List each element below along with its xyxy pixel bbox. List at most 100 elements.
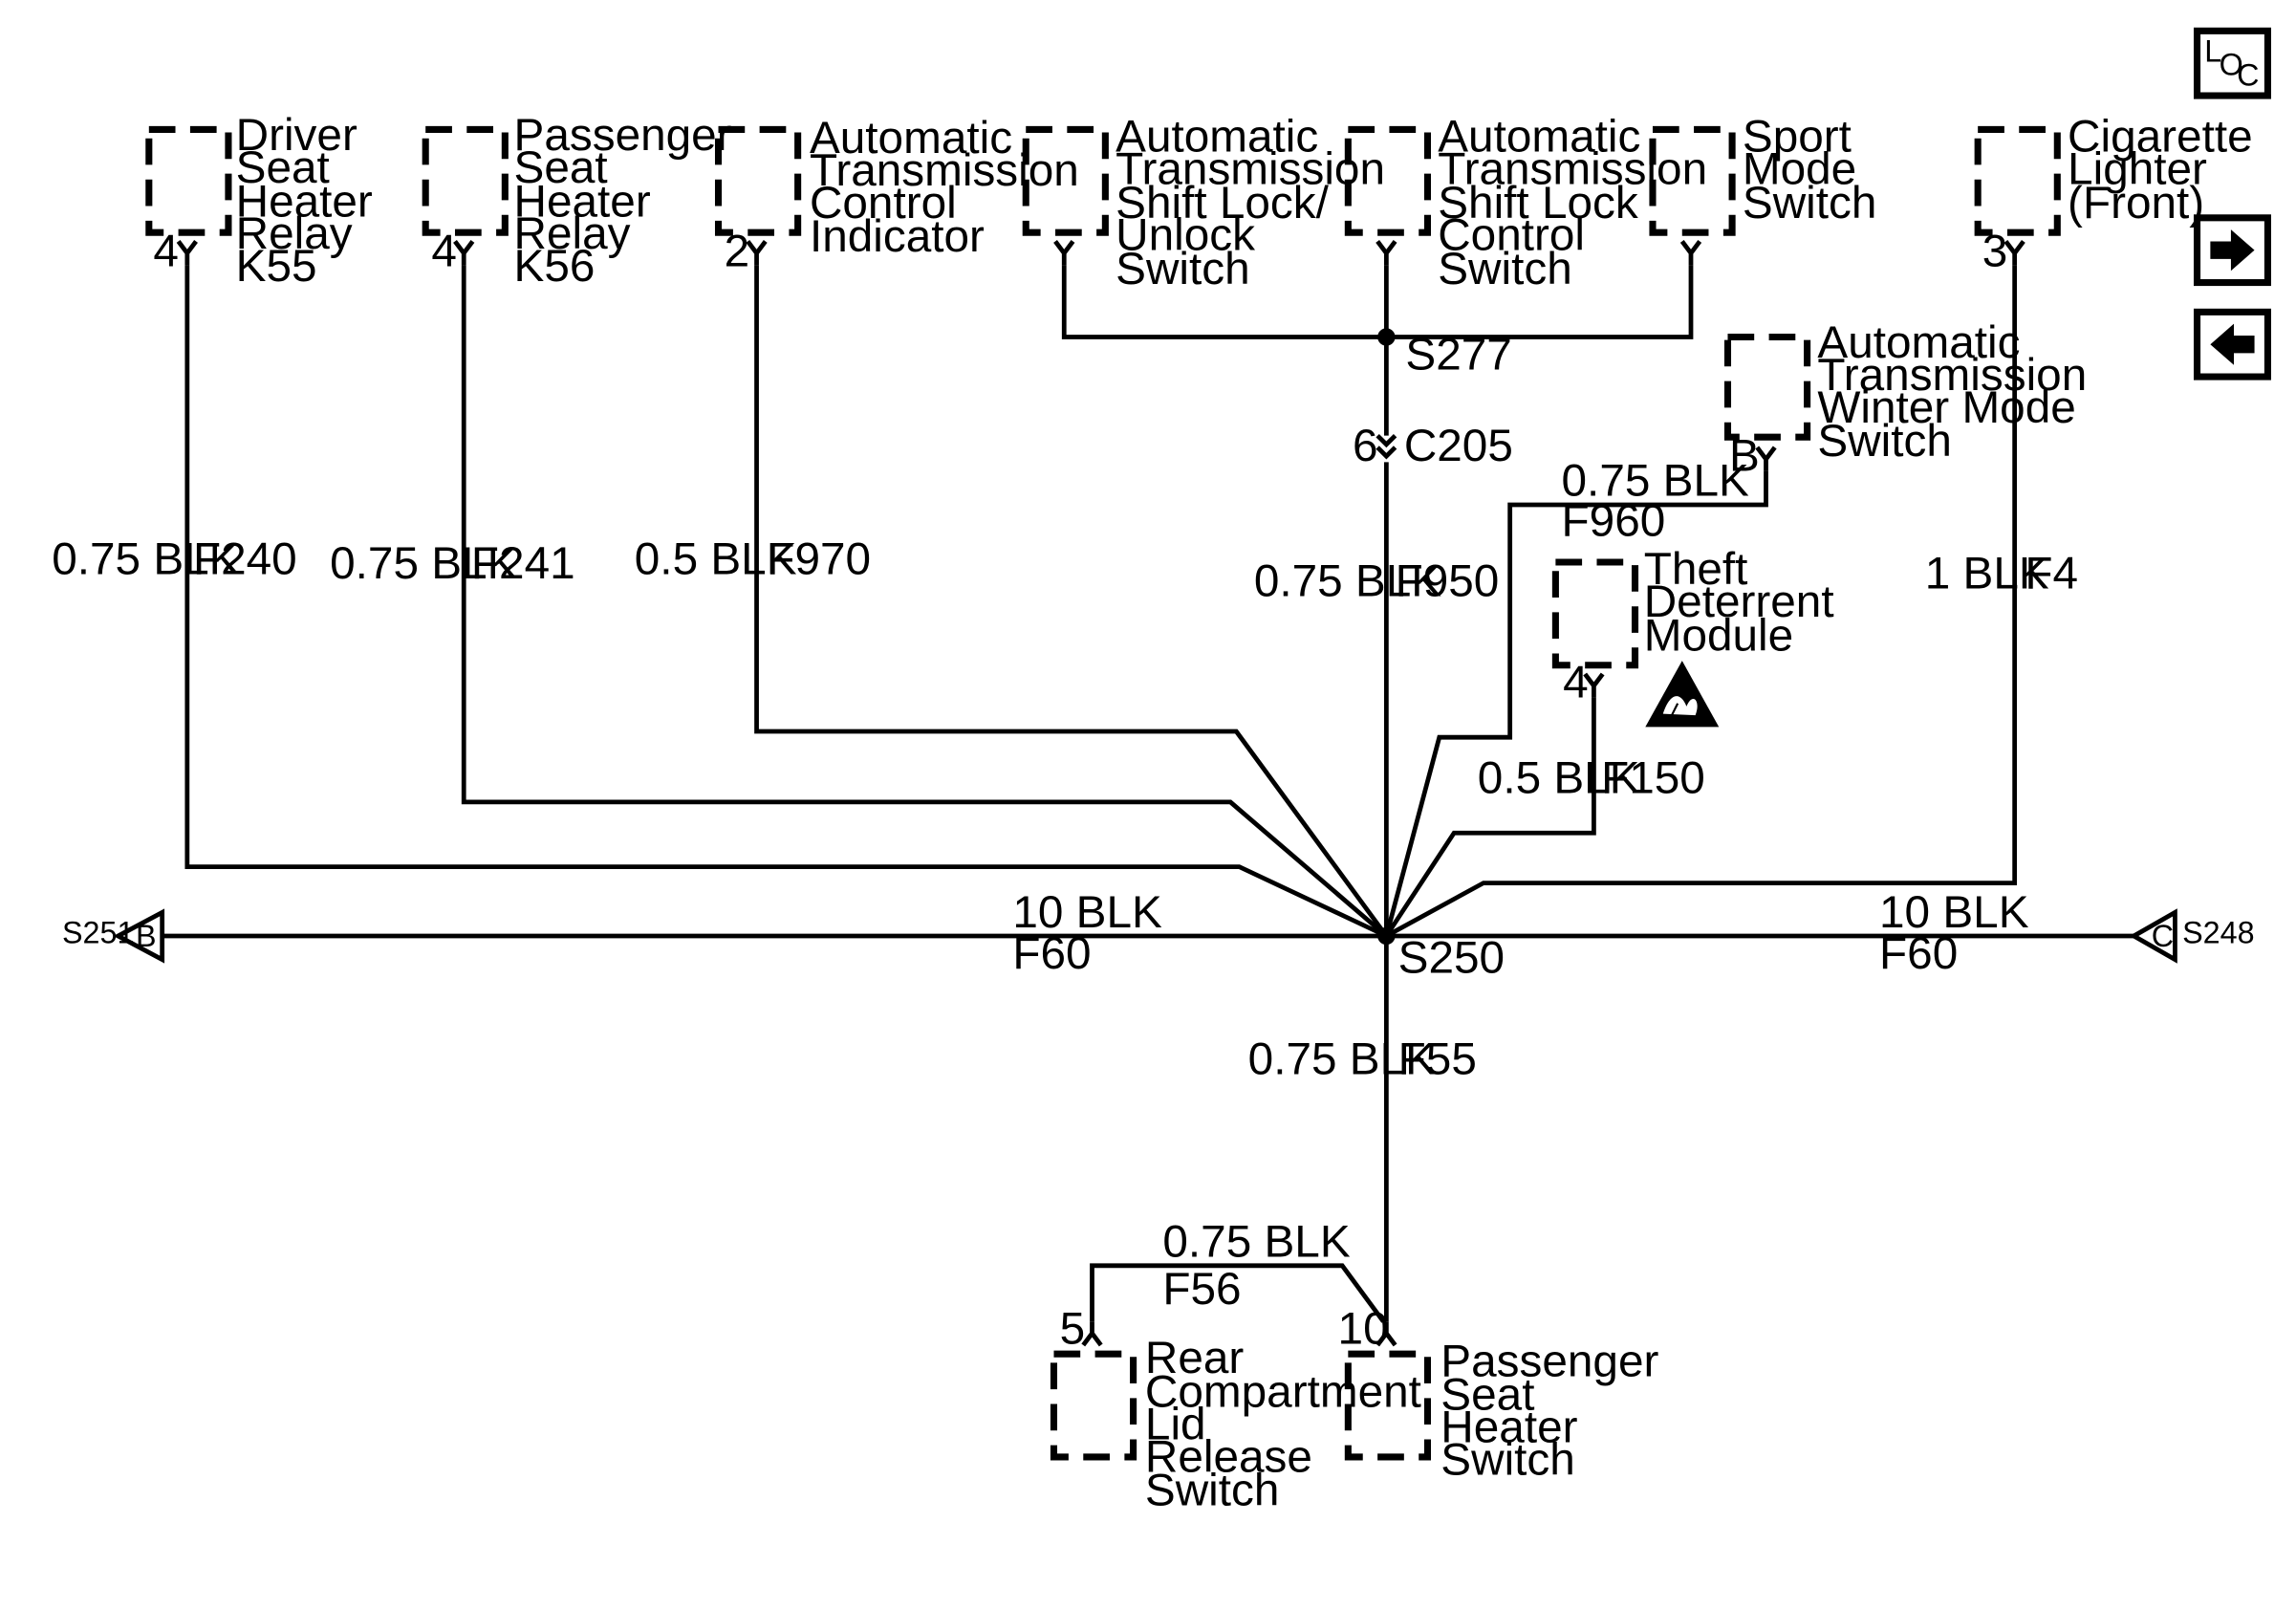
ref-pin-label: B <box>136 919 157 953</box>
wire-size-label: 1 BLK <box>1925 549 2049 599</box>
s248-reference-arrow[interactable]: C S248 <box>2129 908 2255 964</box>
svg-text:Module: Module <box>1644 610 1793 661</box>
wiring <box>162 265 2134 1323</box>
svg-text:Switch: Switch <box>1438 244 1572 294</box>
svg-text:Lid: Lid <box>1145 1399 1206 1449</box>
sport-mode-switch: Sport Mode Switch <box>1649 112 1876 236</box>
svg-text:Release: Release <box>1145 1431 1312 1482</box>
svg-text:Driver: Driver <box>236 110 357 161</box>
ref-label-s248: S248 <box>2182 916 2254 950</box>
passenger-seat-heater-switch: Passenger Seat Heater Switch <box>1344 1336 1658 1485</box>
wire-sport-mode <box>1386 265 1694 339</box>
circuit-label: F241 <box>471 538 575 589</box>
transmission-control-indicator: Automatic Transmission Control Indicator <box>714 113 1079 262</box>
shift-lock-control-switch: Automatic Transmission Shift Lock Contro… <box>1344 112 1707 294</box>
svg-text:Transmission: Transmission <box>1438 143 1707 194</box>
circuit-label: F4 <box>2025 549 2078 599</box>
passenger-seat-heater-relay: Passenger Seat Heater Relay K56 <box>422 110 732 292</box>
arrow-left-icon[interactable] <box>2193 308 2271 381</box>
svg-text:Lighter: Lighter <box>2068 143 2207 194</box>
s251-reference-arrow[interactable]: B S251 <box>62 908 165 964</box>
svg-text:Transmission: Transmission <box>1116 143 1385 194</box>
arrow-right-icon[interactable] <box>2193 214 2271 287</box>
splice-dot-s250 <box>1377 926 1396 946</box>
svg-text:Winter Mode: Winter Mode <box>1817 382 2075 433</box>
svg-text:Rear: Rear <box>1145 1333 1245 1383</box>
svg-text:Control: Control <box>1438 210 1585 261</box>
svg-text:Heater: Heater <box>236 176 373 227</box>
rear-compartment-lid-release-switch: Rear Compartment Lid Release Switch <box>1050 1333 1421 1516</box>
loc-letter-o: O <box>2220 48 2243 82</box>
svg-text:Mode: Mode <box>1743 143 1856 194</box>
svg-text:K55: K55 <box>236 241 317 292</box>
pin-label: 10 <box>1338 1303 1389 1354</box>
svg-text:Shift Lock/: Shift Lock/ <box>1116 178 1329 228</box>
loc-letter-c: C <box>2237 57 2259 92</box>
wire-labels: 0.75 BLK F240 0.75 BLK F241 0.5 BLK F970… <box>52 456 2078 1315</box>
svg-text:Seat: Seat <box>1440 1370 1534 1421</box>
wire-size-label: 0.5 BLK <box>635 533 797 584</box>
svg-text:Sport: Sport <box>1743 112 1852 163</box>
wire-f150 <box>1384 697 1596 938</box>
svg-text:Passenger: Passenger <box>1440 1336 1658 1386</box>
wire-f240 <box>184 265 1388 939</box>
svg-text:Compartment: Compartment <box>1145 1367 1421 1418</box>
wire-size-label: 10 BLK <box>1879 887 2029 938</box>
theft-deterrent-module: Theft Deterrent Module <box>1551 544 1834 669</box>
pin-label: 6 <box>1353 421 1378 471</box>
wire-f56 <box>1090 1263 1386 1323</box>
circuit-label: F60 <box>1879 928 1958 979</box>
svg-text:Deterrent: Deterrent <box>1644 577 1834 627</box>
svg-text:Relay: Relay <box>236 208 353 259</box>
svg-text:K56: K56 <box>514 241 596 292</box>
svg-text:Automatic: Automatic <box>1438 112 1640 163</box>
pin-label: 4 <box>153 227 179 277</box>
circuit-label: F950 <box>1396 555 1500 606</box>
pin-label: 4 <box>1563 658 1589 708</box>
svg-text:Seat: Seat <box>514 142 608 193</box>
svg-text:Switch: Switch <box>1817 416 1952 467</box>
wire-f970 <box>754 265 1389 938</box>
circuit-label: F60 <box>1012 928 1091 979</box>
splice-label-s277: S277 <box>1405 329 1511 380</box>
c205-connector-symbol <box>1375 433 1397 460</box>
svg-text:Automatic: Automatic <box>810 113 1012 163</box>
circuit-label: F150 <box>1601 753 1705 804</box>
svg-text:Switch: Switch <box>1440 1434 1575 1485</box>
svg-text:Shift Lock: Shift Lock <box>1438 178 1638 228</box>
wire-size-label: 0.5 BLK <box>1478 753 1640 804</box>
svg-text:Automatic: Automatic <box>1817 317 2020 368</box>
svg-text:Transmission: Transmission <box>1817 350 2087 401</box>
wire-size-label: 0.75 BLK <box>330 538 517 589</box>
circuit-label: F56 <box>1162 1264 1241 1315</box>
pin-terminals <box>176 240 2025 1347</box>
svg-text:Indicator: Indicator <box>810 211 985 262</box>
svg-text:Unlock: Unlock <box>1116 210 1255 261</box>
pin-label: 2 <box>725 227 750 277</box>
wire-f241 <box>461 265 1388 938</box>
cigarette-lighter-front: Cigarette Lighter (Front) <box>1974 112 2253 236</box>
svg-text:Automatic: Automatic <box>1116 112 1318 163</box>
wire-size-label: 0.75 BLK <box>1162 1217 1350 1268</box>
wire-shift-lock-unlock <box>1061 265 1387 339</box>
driver-seat-heater-relay: Driver Seat Heater Relay K55 <box>145 110 373 292</box>
wire-size-label: 0.75 BLK <box>1562 456 1749 507</box>
pin-label: 3 <box>1982 227 2008 277</box>
pin-label: B <box>1729 431 1760 482</box>
svg-text:Transmission: Transmission <box>810 145 1079 196</box>
wire-f960 <box>1384 470 1768 937</box>
svg-text:Cigarette: Cigarette <box>2068 112 2253 163</box>
svg-text:Seat: Seat <box>236 142 330 193</box>
splice-dot-s277 <box>1377 328 1396 346</box>
svg-text:Relay: Relay <box>514 208 631 259</box>
svg-text:Switch: Switch <box>1116 244 1250 294</box>
svg-text:(Front): (Front) <box>2068 178 2204 228</box>
svg-text:Control: Control <box>810 178 957 228</box>
splice-label-s250: S250 <box>1398 932 1505 983</box>
ref-label-s251: S251 <box>62 916 134 950</box>
wire-size-label: 0.75 BLK <box>1248 1034 1436 1085</box>
loc-icon[interactable]: L O C <box>2193 27 2271 99</box>
circuit-label: F970 <box>767 533 871 584</box>
connector-label-c205: C205 <box>1404 421 1513 471</box>
